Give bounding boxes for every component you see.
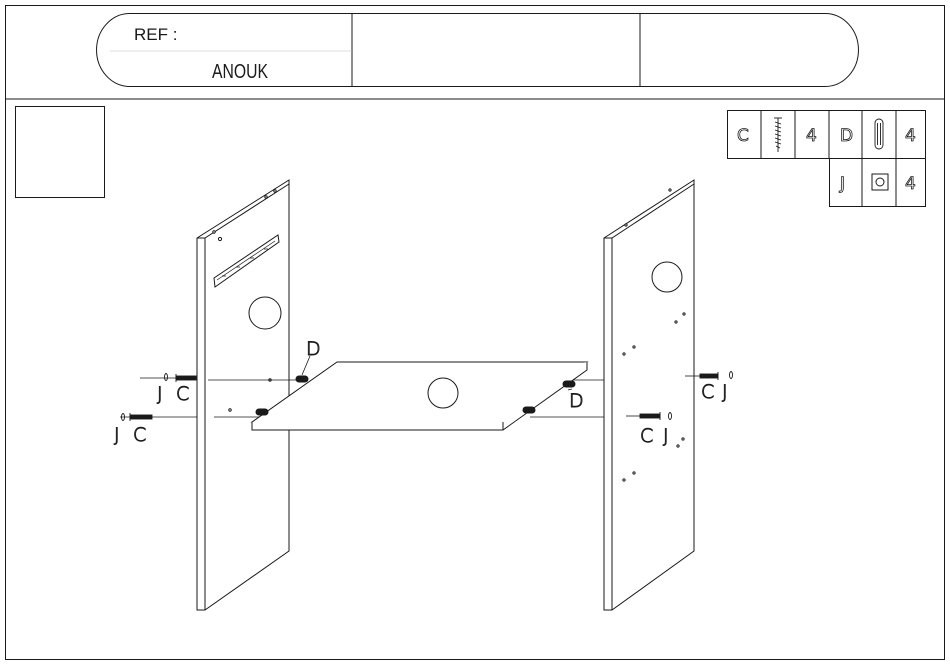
callout-j-right-lower: J (663, 425, 669, 447)
part-qty-j: 4 (905, 174, 916, 194)
callout-j-left-lower: J (114, 424, 120, 446)
part-qty-d: 4 (905, 126, 916, 146)
cap-icon (872, 174, 888, 190)
right-side-panel (604, 180, 694, 610)
callout-c-right-lower: C (640, 425, 653, 447)
part-code-d: D (840, 126, 853, 146)
title-block: REF : ANOUK (97, 14, 859, 87)
callout-c-left-upper: C (176, 383, 189, 405)
shelf-panel (252, 362, 587, 430)
part-code-j: J (839, 174, 845, 194)
callout-c-right-upper: C (701, 381, 714, 403)
ref-label: REF : (134, 25, 177, 44)
callout-d-top: D (306, 338, 321, 360)
screw-icon (774, 118, 782, 152)
callout-c-left-lower: C (133, 424, 146, 446)
dowel-icon (875, 119, 883, 149)
step-number-box (16, 107, 105, 198)
part-code-c: C (737, 126, 749, 146)
callout-j-left-upper: J (157, 383, 163, 405)
page-border (6, 6, 945, 660)
parts-table: C 4 D 4 J 4 (728, 111, 926, 207)
part-qty-c: 4 (806, 126, 817, 146)
callout-j-right-upper: J (722, 381, 728, 403)
left-side-panel (197, 180, 289, 610)
callout-d-right: D (569, 390, 584, 412)
ref-name: ANOUK (212, 61, 269, 83)
